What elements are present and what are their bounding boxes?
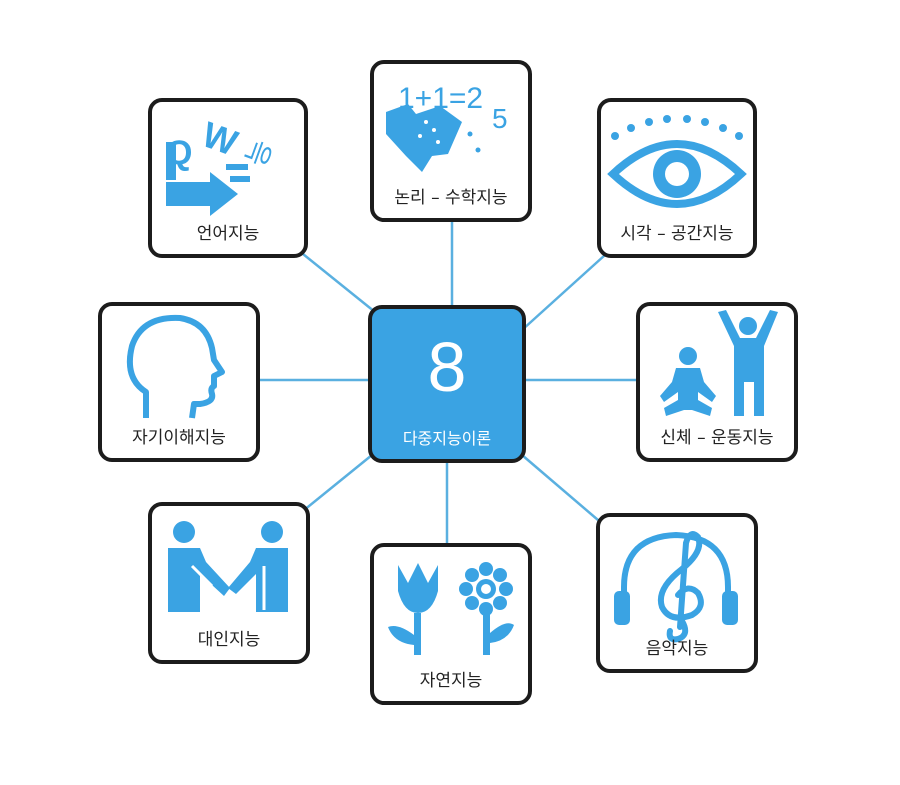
card-naturalist: 자연지능 <box>370 543 532 705</box>
label-visual-spatial: 시각 – 공간지능 <box>620 224 734 244</box>
letters-arrow-icon: Q W 능 <box>166 114 279 216</box>
card-interpersonal: 대인지능 <box>148 502 310 664</box>
label-logical-math: 논리 – 수학지능 <box>394 188 508 208</box>
card-bodily-kinesthetic: 신체 – 운동지능 <box>636 302 798 462</box>
label-linguistic: 언어지능 <box>196 224 260 244</box>
card-logical-math: 1+1=2 5 논리 – 수학지능 <box>370 60 532 222</box>
handshake-icon <box>168 521 288 612</box>
svg-text:W: W <box>197 114 243 164</box>
card-musical: 음악지능 <box>596 513 758 673</box>
center-theory-box: 8 다중지능이론 <box>368 305 526 463</box>
card-visual-spatial: 시각 – 공간지능 <box>597 98 757 258</box>
eye-icon <box>607 115 747 208</box>
center-title: 다중지능이론 <box>402 429 492 448</box>
math-equation-icon: 1+1=2 5 <box>386 82 508 172</box>
label-bodily-kinesthetic: 신체 – 운동지능 <box>660 428 774 448</box>
headphones-treble-clef-icon <box>614 531 738 643</box>
label-interpersonal: 대인지능 <box>197 630 261 650</box>
label-naturalist: 자연지능 <box>419 671 483 691</box>
label-musical: 음악지능 <box>645 639 709 659</box>
card-intrapersonal: 자기이해지능 <box>98 302 260 462</box>
flowers-icon <box>388 562 514 655</box>
label-intrapersonal: 자기이해지능 <box>132 428 226 448</box>
card-linguistic: Q W 능 언어지능 <box>148 98 308 258</box>
intelligence-count: 8 <box>427 328 467 406</box>
exercising-people-icon <box>660 310 778 416</box>
svg-text:5: 5 <box>492 103 508 134</box>
head-profile-icon <box>126 314 225 419</box>
